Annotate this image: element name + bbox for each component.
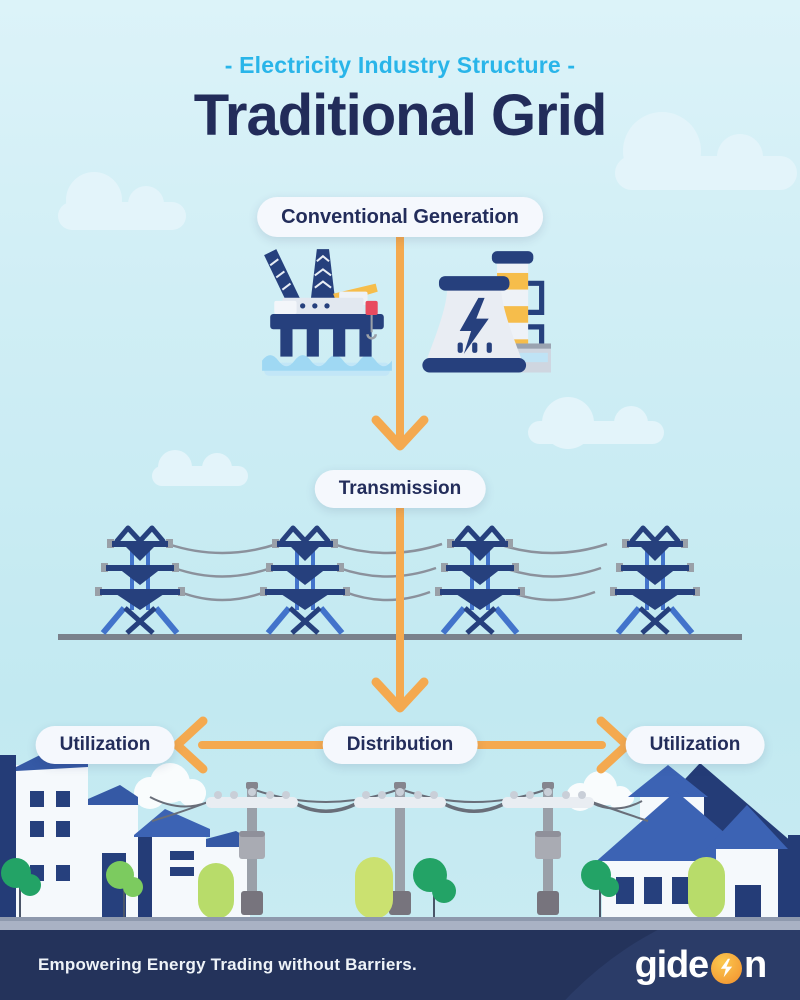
cloud-top-left (58, 172, 186, 230)
poster-subtitle: - Electricity Industry Structure - (224, 52, 576, 78)
utilization-left-pill: Utilization (35, 726, 175, 764)
poster-title: Traditional Grid (193, 83, 608, 148)
transmission-towers-illustration (58, 518, 742, 640)
generation-pill: Conventional Generation (257, 197, 543, 237)
generation-label: Conventional Generation (281, 205, 519, 228)
utilization-right-label: Utilization (649, 734, 741, 755)
logo-text-suffix: n (743, 944, 767, 986)
utilization-right-pill: Utilization (625, 726, 765, 764)
footer-bar: Empowering Energy Trading without Barrie… (0, 930, 800, 1000)
cloud-mid-right (528, 397, 664, 449)
oil-rig-icon (262, 249, 392, 376)
cloud-top-right (615, 112, 797, 190)
transmission-pill: Transmission (314, 470, 486, 508)
transmission-label: Transmission (338, 478, 462, 499)
distribution-pill: Distribution (322, 726, 478, 764)
power-plant-icon (422, 251, 551, 373)
logo-text-prefix: gide (634, 944, 710, 986)
cloud-mid-left (152, 450, 248, 486)
cityscape-illustration (0, 745, 800, 930)
footer-tagline: Empowering Energy Trading without Barrie… (38, 955, 417, 974)
gideon-logo: gide n (634, 930, 768, 1000)
distribution-label: Distribution (346, 734, 454, 755)
utilization-left-label: Utilization (59, 734, 151, 755)
lightning-bolt-icon (710, 952, 742, 984)
